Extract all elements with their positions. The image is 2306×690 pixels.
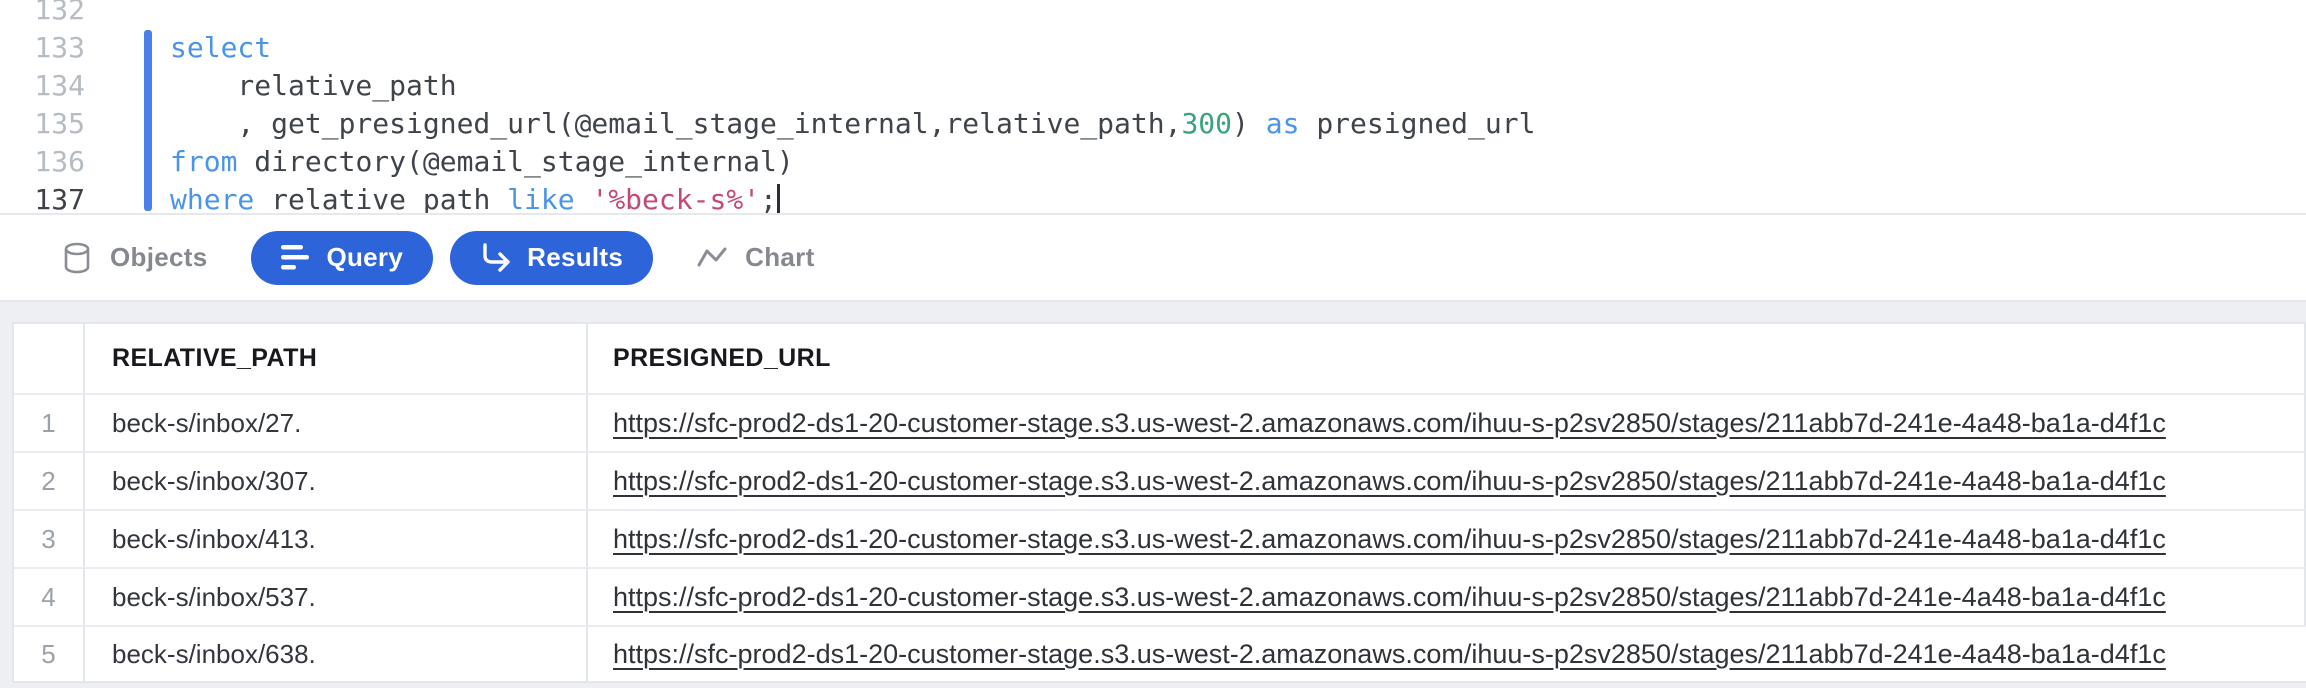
code-token [575, 183, 592, 213]
code-token: presigned_url [1299, 107, 1536, 140]
row-number: 2 [14, 451, 85, 509]
panel-gap [0, 302, 2306, 322]
presigned-url-cell: https://sfc-prod2-ds1-20-customer-stage.… [588, 625, 2306, 683]
arrow-down-right-icon [480, 242, 512, 273]
code-token: directory(@email_stage_internal) [237, 145, 794, 178]
text-cursor [776, 184, 780, 213]
database-cylinder-icon [62, 242, 92, 274]
row-number: 1 [14, 393, 85, 451]
code-token: select [170, 31, 272, 64]
tab-query-label: Query [326, 242, 404, 272]
line-number-gutter: 132 133 134 135 136 137 [0, 0, 85, 215]
presigned-url-cell: https://sfc-prod2-ds1-20-customer-stage.… [588, 509, 2306, 567]
code-token: relative_path [254, 183, 508, 215]
line-number: 137 [34, 183, 85, 215]
code-line[interactable]: relative_path [170, 67, 1535, 105]
relative-path-cell[interactable]: beck-s/inbox/27. [85, 393, 588, 451]
code-token: from [170, 145, 238, 178]
relative-path-cell[interactable]: beck-s/inbox/413. [85, 509, 588, 567]
presigned-url-link[interactable]: https://sfc-prod2-ds1-20-customer-stage.… [613, 523, 2166, 554]
row-number: 4 [14, 567, 85, 625]
results-panel-tabbar: Objects Query Results Chart [0, 215, 2306, 302]
code-token: where [170, 183, 255, 215]
align-left-lines-icon [281, 244, 311, 272]
relative-path-cell[interactable]: beck-s/inbox/537. [85, 567, 588, 625]
line-number: 132 [34, 0, 85, 26]
presigned-url-link[interactable]: https://sfc-prod2-ds1-20-customer-stage.… [613, 581, 2166, 612]
tab-objects-label: Objects [110, 242, 208, 272]
code-token: ) [1232, 107, 1266, 140]
code-line[interactable]: where relative_path like '%beck-s%'; [170, 181, 1535, 215]
header-rownum [14, 324, 85, 393]
tab-results-label: Results [527, 242, 624, 272]
tab-results[interactable]: Results [450, 230, 654, 285]
sql-editor[interactable]: 132 133 134 135 136 137 select relative_path … [0, 0, 2306, 215]
presigned-url-link[interactable]: https://sfc-prod2-ds1-20-customer-stage.… [613, 465, 2166, 496]
tab-objects[interactable]: Objects [62, 242, 207, 274]
code-line[interactable]: from directory(@email_stage_internal) [170, 143, 1535, 181]
header-relative-path[interactable]: RELATIVE_PATH [85, 324, 588, 393]
code-token: like [507, 183, 575, 215]
presigned-url-cell: https://sfc-prod2-ds1-20-customer-stage.… [588, 393, 2306, 451]
code-line[interactable]: select [170, 29, 1535, 67]
tab-query[interactable]: Query [251, 230, 434, 285]
presigned-url-cell: https://sfc-prod2-ds1-20-customer-stage.… [588, 567, 2306, 625]
code-token: as [1265, 107, 1300, 140]
presigned-url-link[interactable]: https://sfc-prod2-ds1-20-customer-stage.… [613, 407, 2166, 438]
line-number: 135 [34, 107, 85, 140]
tab-chart[interactable]: Chart [697, 242, 814, 273]
line-number: 133 [34, 31, 85, 64]
statement-selection-bar [144, 30, 152, 211]
line-number: 134 [34, 69, 85, 102]
code-token: , get_presigned_url(@email_stage_interna… [170, 107, 1182, 140]
code-token: 300 [1181, 107, 1233, 140]
header-presigned-url[interactable]: PRESIGNED_URL [588, 324, 2306, 393]
code-line[interactable]: , get_presigned_url(@email_stage_interna… [170, 105, 1535, 143]
tab-chart-label: Chart [745, 242, 815, 272]
row-number: 5 [14, 625, 85, 683]
code-token: '%beck-s%' [591, 183, 761, 215]
presigned-url-link[interactable]: https://sfc-prod2-ds1-20-customer-stage.… [613, 638, 2166, 669]
code-token: relative_path [170, 69, 457, 102]
row-number: 3 [14, 509, 85, 567]
relative-path-cell[interactable]: beck-s/inbox/307. [85, 451, 588, 509]
line-number: 136 [34, 145, 85, 178]
code-token: ; [760, 183, 777, 215]
presigned-url-cell: https://sfc-prod2-ds1-20-customer-stage.… [588, 451, 2306, 509]
zigzag-line-chart-icon [697, 247, 727, 269]
relative-path-cell[interactable]: beck-s/inbox/638. [85, 625, 588, 683]
sql-code[interactable]: select relative_path , get_presigned_url… [170, 0, 1535, 215]
code-line[interactable] [170, 0, 1535, 29]
